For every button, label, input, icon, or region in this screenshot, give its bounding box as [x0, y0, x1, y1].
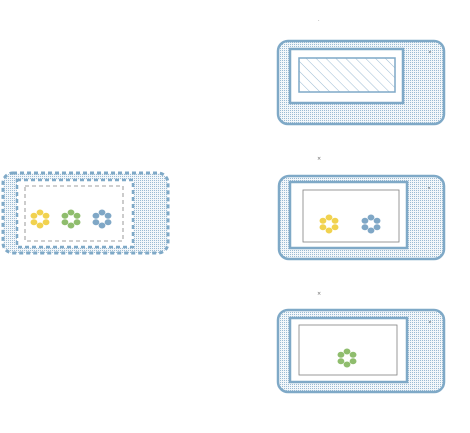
dot-cluster-blue — [92, 209, 112, 229]
output-3-marker: × — [317, 291, 321, 297]
dot — [337, 351, 345, 358]
dot — [67, 209, 75, 216]
dot — [325, 214, 333, 221]
dot — [361, 217, 369, 224]
dot-cluster-blue — [361, 214, 381, 234]
dot — [367, 214, 375, 221]
dot — [104, 212, 112, 219]
dot — [98, 222, 106, 229]
output-device-3: × — [276, 291, 446, 394]
output-2-screen — [302, 189, 400, 243]
dot — [104, 219, 112, 226]
dot — [30, 212, 38, 219]
dot — [343, 348, 351, 355]
dot — [42, 219, 50, 226]
dot — [367, 227, 375, 234]
dot-cluster-yellow — [319, 214, 339, 234]
output-1-marker: · — [318, 18, 320, 24]
output-2-marker: × — [317, 156, 321, 162]
output-2-camera-dot — [427, 186, 431, 190]
output-2-dot-groups — [319, 214, 381, 234]
dot — [373, 224, 381, 231]
dot — [373, 217, 381, 224]
output-1-camera-dot — [428, 50, 432, 54]
source-device — [1, 171, 170, 255]
output-3-camera-dot — [428, 320, 432, 324]
dot — [42, 212, 50, 219]
output-device-1: · — [276, 18, 446, 126]
output-3-dot-groups — [337, 348, 357, 368]
dot — [61, 219, 69, 226]
dot — [61, 212, 69, 219]
dot — [73, 219, 81, 226]
dot — [331, 224, 339, 231]
dot-cluster-yellow — [30, 209, 50, 229]
dot — [319, 224, 327, 231]
output-1-hatched-content — [298, 57, 396, 93]
dot-cluster-green — [61, 209, 81, 229]
dot — [36, 222, 44, 229]
dot — [36, 209, 44, 216]
dot — [349, 351, 357, 358]
dot — [349, 358, 357, 365]
dot — [331, 217, 339, 224]
dot — [343, 361, 351, 368]
dot — [92, 212, 100, 219]
dot — [67, 222, 75, 229]
dot — [73, 212, 81, 219]
dot-cluster-green — [337, 348, 357, 368]
dot — [319, 217, 327, 224]
dot — [30, 219, 38, 226]
output-device-2: × — [277, 156, 446, 261]
source-dot-groups — [30, 209, 112, 229]
dot — [325, 227, 333, 234]
dot — [337, 358, 345, 365]
dot — [98, 209, 106, 216]
dot — [92, 219, 100, 226]
dot — [361, 224, 369, 231]
